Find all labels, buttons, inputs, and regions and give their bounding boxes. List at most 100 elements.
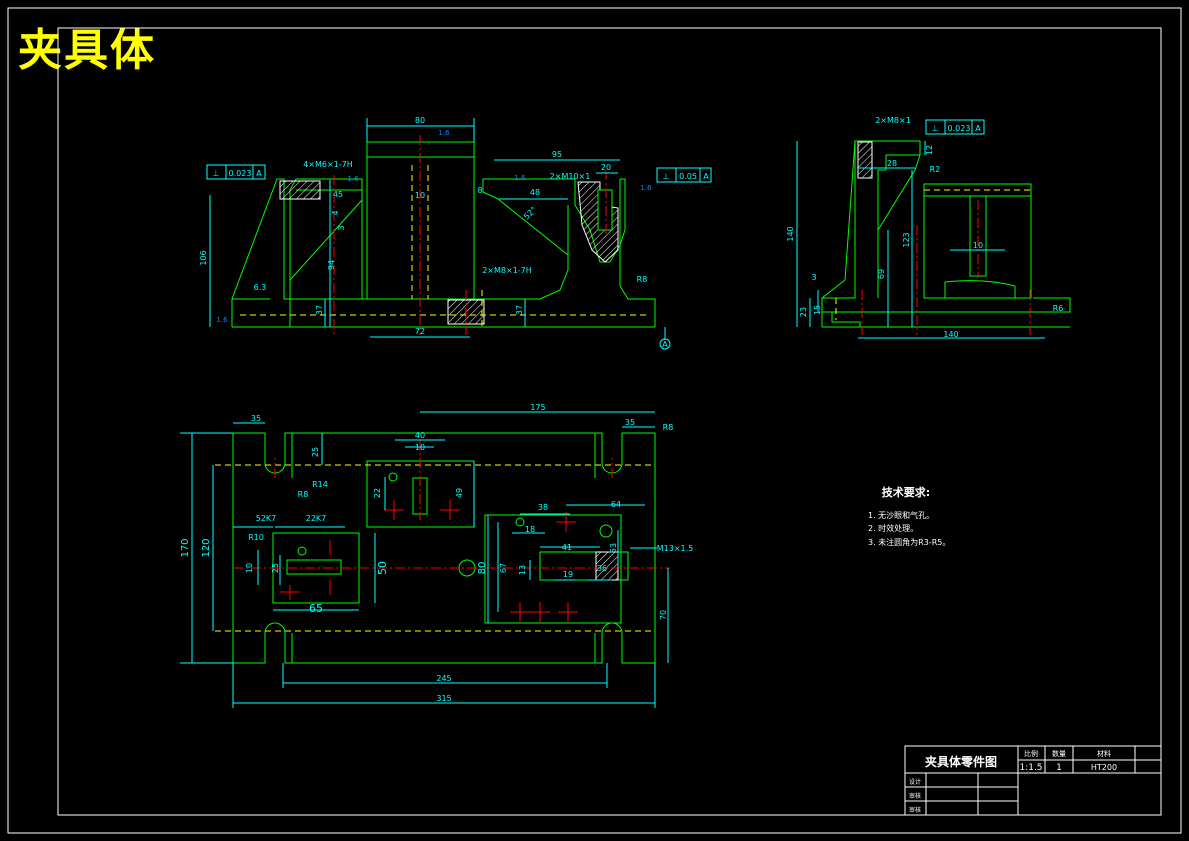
dimension-label: 10 [973,241,983,250]
dimension-label: 28 [887,159,897,168]
side-view-dimensions [796,141,1045,339]
tolerance-datum: A [975,124,981,133]
front-view-dimensions [209,118,666,340]
tech-requirement-item: 3. 未注圆角为R3-R5。 [868,537,950,547]
dimension-label: 3 [337,225,346,230]
dimension-label: 10 [415,443,425,452]
dimension-label: 140 [943,330,958,339]
outer-frame [7,7,1182,834]
inner-frame [57,27,1162,816]
dimension-label: R10 [248,533,264,542]
dimension-label: 25 [271,563,280,573]
scale-value: 1:1.5 [1019,763,1042,773]
tech-requirement-item: 2. 时效处理。 [868,523,918,533]
tolerance-datum: A [256,169,262,178]
dimension-label: 18 [525,525,535,534]
dimension-label: 65 [309,602,323,615]
front-view-tolerance-frames [206,164,712,183]
dimension-label: 41 [562,543,572,552]
dimension-label: 10 [245,563,254,573]
tolerance-symbol: ⊥ [213,169,220,178]
qty-value: 1 [1056,763,1062,773]
part-name: 夹具体零件图 [925,754,997,769]
dimension-label: 175 [530,403,545,412]
front-view-hidden-lines [240,165,650,327]
tolerance-value: 0.023 [229,169,252,178]
dimension-label: 170 [180,538,191,557]
thread-callout: 2×M8×1-7H [482,266,532,275]
top-view [180,411,670,708]
title-row-label: 审核 [909,806,921,814]
dimension-label: 15 [813,305,822,315]
top-view-centerlines [233,440,670,622]
tolerance-symbol: ⊥ [932,124,939,133]
dimension-label: R6 [1053,304,1064,313]
dimension-label: 50 [376,561,389,575]
dimension-label: R14 [312,480,328,489]
dimension-label: 45 [333,190,343,199]
tolerance-datum: A [703,172,709,181]
datum-label: A [662,340,668,349]
top-view-outline [232,432,656,664]
dimension-label: 36 [597,564,607,573]
thread-callout: 2×M8×1 [875,116,911,125]
side-view-outline [821,140,1071,328]
dimension-label: 52K7 [256,514,277,523]
dimension-label: 53 [609,543,618,553]
dimension-label: 140 [786,226,795,241]
side-view [796,119,1071,339]
front-view-hatching [279,180,619,325]
top-view-hidden-lines [215,464,655,632]
thread-callout: 2×M10×1 [550,172,591,181]
tolerance-value: 0.023 [948,124,971,133]
thread-callout: 4×M6×1-7H [303,160,353,169]
title-row-label: 审核 [909,792,921,800]
dimension-label: 22K7 [306,514,327,523]
title-header: 材料 [1097,749,1111,758]
dimension-label: 52° [522,205,538,221]
dimension-label: 80 [477,562,488,575]
dimension-label: 64 [611,500,621,509]
roughness-value: 1.6 [438,129,450,137]
dimension-label: 23 [799,307,808,317]
dimension-label: 37 [515,305,524,315]
tech-requirement-item: 1. 无沙眼和气孔。 [868,510,934,520]
dimension-label: 25 [311,447,320,457]
dimension-label: 72 [415,327,425,336]
dimension-label: R8 [663,423,674,432]
dimension-label: 3 [811,273,816,282]
roughness-value: 1.6 [640,184,652,192]
top-view-dimensions [180,411,669,708]
dimension-label: 20 [601,163,611,172]
datum-a-symbol [659,338,671,350]
drawing-title: 夹具体 [18,25,156,76]
side-view-hidden-lines [835,189,1031,320]
dimension-label: 19 [563,570,573,579]
dimension-label: 106 [199,250,208,265]
dimension-label: 95 [552,150,562,159]
dimension-label: 70 [659,610,668,620]
dimension-label: 37 [315,305,324,315]
roughness-value: 1.6 [514,174,526,182]
dimension-label: 22 [373,488,382,498]
dimension-label: 35 [625,418,635,427]
dimension-label: 8 [477,186,482,195]
dimension-label: 69 [877,269,886,279]
tech-requirements-heading: 技术要求: [882,485,930,499]
roughness-value: 1.6 [347,175,359,183]
dimension-label: 6.3 [254,283,267,292]
dimension-label: 12 [925,145,934,155]
material-value: HT200 [1091,763,1117,772]
dimension-label: 10 [415,191,425,200]
side-view-tolerance-frame [925,119,985,135]
dimension-label: 40 [415,431,425,440]
dimension-label: R8 [298,490,309,499]
front-view-centerlines [333,135,607,335]
front-view [206,118,712,350]
dimension-label: 67 [499,563,508,573]
side-view-hatching [857,141,873,179]
dimension-label: R8 [637,275,648,284]
dimension-label: 38 [538,503,548,512]
thread-callout: M13×1.5 [657,544,694,553]
